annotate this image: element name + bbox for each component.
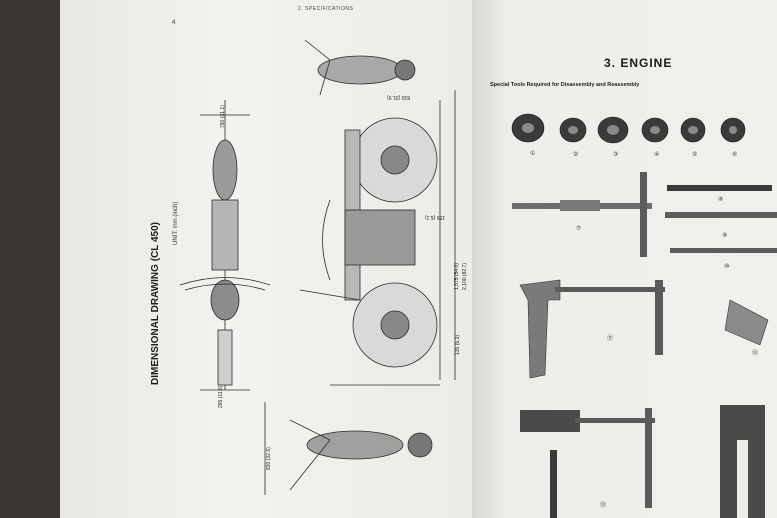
tool-number-1: ① (530, 151, 536, 157)
tool-number-9: ⑨ (722, 233, 728, 239)
tools-caption: Special Tools Required for Disassembly a… (490, 82, 640, 88)
tool-number-4: ④ (654, 152, 660, 158)
tool-number-3: ③ (613, 152, 619, 158)
tool-number-10: ⑩ (724, 264, 730, 270)
tool-number-2: ② (573, 152, 579, 158)
tool-number-13: ⑬ (600, 503, 607, 509)
tool-number-7: ⑦ (576, 226, 582, 232)
tool-number-6: ⑥ (732, 152, 738, 158)
tool-number-12: ⑫ (752, 351, 759, 357)
page-header: 2. SPECIFICATIONS (298, 6, 354, 12)
tool-number-8: ⑧ (718, 197, 724, 203)
tool-number-11: ⑪ (607, 336, 614, 342)
engine-title: 3. ENGINE (604, 56, 673, 70)
tool-number-5: ⑤ (692, 152, 698, 158)
page-number: 4 (172, 20, 176, 26)
